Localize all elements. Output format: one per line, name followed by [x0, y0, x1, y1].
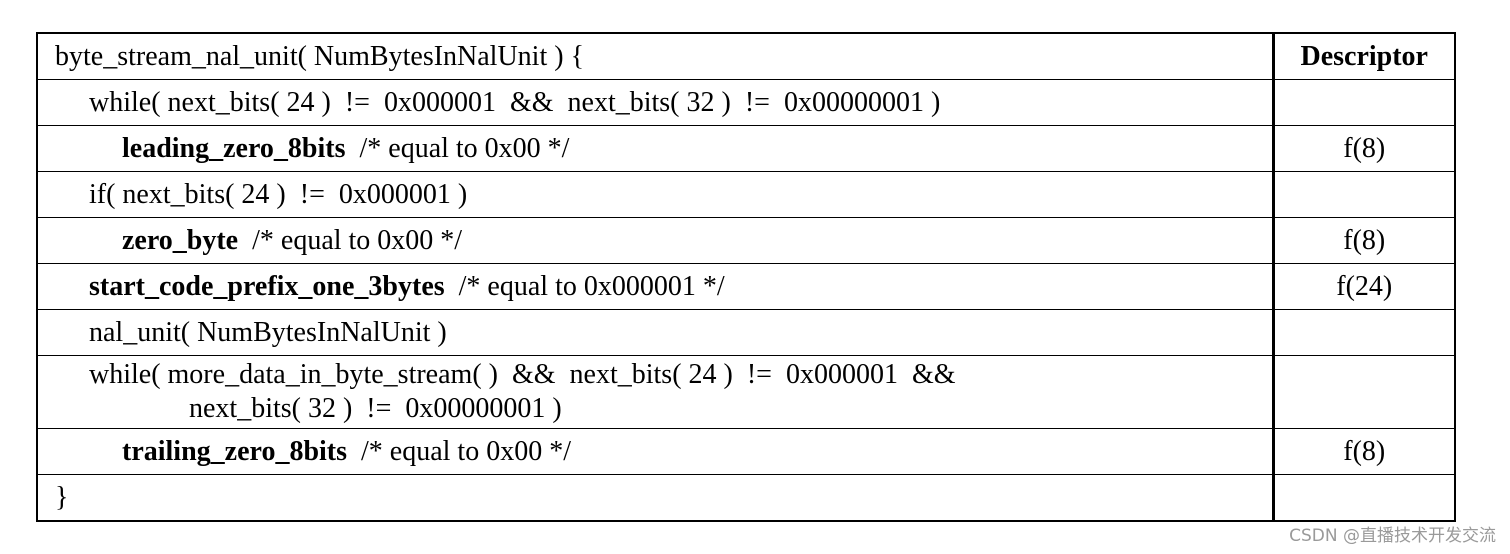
watermark: CSDN @直播技术开发交流 — [1289, 526, 1496, 546]
table-header-row: byte_stream_nal_unit( NumBytesInNalUnit … — [36, 32, 1456, 80]
syntax-cell: if( next_bits( 24 ) != 0x000001 ) — [36, 171, 1275, 218]
table-row: start_code_prefix_one_3bytes /* equal to… — [36, 263, 1456, 310]
syntax-cell: while( more_data_in_byte_stream( ) && ne… — [36, 355, 1275, 429]
syntax-cell: start_code_prefix_one_3bytes /* equal to… — [36, 263, 1275, 310]
syntax-header: byte_stream_nal_unit( NumBytesInNalUnit … — [36, 32, 1275, 80]
syntax-comment: /* equal to 0x000001 */ — [444, 270, 725, 302]
descriptor-header: Descriptor — [1272, 32, 1456, 80]
descriptor-cell — [1272, 171, 1456, 218]
table-row: nal_unit( NumBytesInNalUnit ) — [36, 309, 1456, 356]
syntax-code-continuation: next_bits( 32 ) != 0x00000001 ) — [189, 393, 562, 424]
table-row: while( more_data_in_byte_stream( ) && ne… — [36, 355, 1456, 429]
syntax-cell: while( next_bits( 24 ) != 0x000001 && ne… — [36, 79, 1275, 126]
descriptor-cell: f(8) — [1272, 217, 1456, 264]
descriptor-cell — [1272, 79, 1456, 126]
syntax-cell: nal_unit( NumBytesInNalUnit ) — [36, 309, 1275, 356]
table-row: trailing_zero_8bits /* equal to 0x00 */ … — [36, 428, 1456, 475]
descriptor-cell — [1272, 309, 1456, 356]
descriptor-cell — [1272, 474, 1456, 522]
table-row: zero_byte /* equal to 0x00 */ f(8) — [36, 217, 1456, 264]
syntax-code-line: while( more_data_in_byte_stream( ) && ne… — [89, 359, 956, 391]
descriptor-cell: f(24) — [1272, 263, 1456, 310]
syntax-element-name: zero_byte — [122, 224, 239, 256]
table-row: if( next_bits( 24 ) != 0x000001 ) — [36, 171, 1456, 218]
syntax-cell: } — [36, 474, 1275, 522]
syntax-table: byte_stream_nal_unit( NumBytesInNalUnit … — [36, 32, 1456, 522]
descriptor-cell: f(8) — [1272, 428, 1456, 475]
table-row: while( next_bits( 24 ) != 0x000001 && ne… — [36, 79, 1456, 126]
syntax-comment: /* equal to 0x00 */ — [345, 132, 570, 164]
syntax-element-name: trailing_zero_8bits — [122, 435, 348, 467]
descriptor-cell: f(8) — [1272, 125, 1456, 172]
syntax-element-name: leading_zero_8bits — [122, 132, 346, 164]
syntax-comment: /* equal to 0x00 */ — [347, 435, 571, 467]
syntax-element-name: start_code_prefix_one_3bytes — [89, 270, 445, 302]
syntax-cell: zero_byte /* equal to 0x00 */ — [36, 217, 1275, 264]
table-row: leading_zero_8bits /* equal to 0x00 */ f… — [36, 125, 1456, 172]
syntax-comment: /* equal to 0x00 */ — [238, 224, 463, 256]
descriptor-cell — [1272, 355, 1456, 429]
table-row: } — [36, 474, 1456, 522]
syntax-cell: leading_zero_8bits /* equal to 0x00 */ — [36, 125, 1275, 172]
syntax-cell: trailing_zero_8bits /* equal to 0x00 */ — [36, 428, 1275, 475]
